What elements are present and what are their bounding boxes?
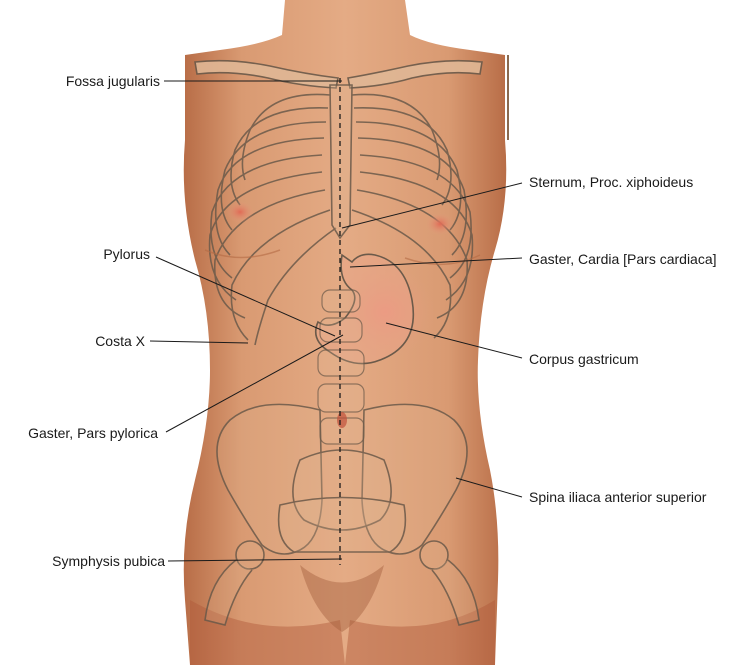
left-nipple bbox=[226, 201, 254, 223]
label-fossa-jugularis: Fossa jugularis bbox=[66, 73, 160, 89]
label-pylorus: Pylorus bbox=[103, 246, 150, 262]
label-symphysis-pubica: Symphysis pubica bbox=[52, 553, 165, 569]
label-gaster-pars-pylorica: Gaster, Pars pylorica bbox=[28, 425, 158, 441]
label-sternum-proc-xiphoideus: Sternum, Proc. xiphoideus bbox=[529, 174, 693, 190]
label-corpus-gastricum: Corpus gastricum bbox=[529, 351, 639, 367]
label-spina-iliaca: Spina iliaca anterior superior bbox=[529, 489, 706, 505]
navel bbox=[337, 412, 347, 428]
label-costa-x: Costa X bbox=[95, 333, 145, 349]
right-nipple bbox=[426, 213, 454, 235]
label-gaster-cardia: Gaster, Cardia [Pars cardiaca] bbox=[529, 251, 717, 267]
